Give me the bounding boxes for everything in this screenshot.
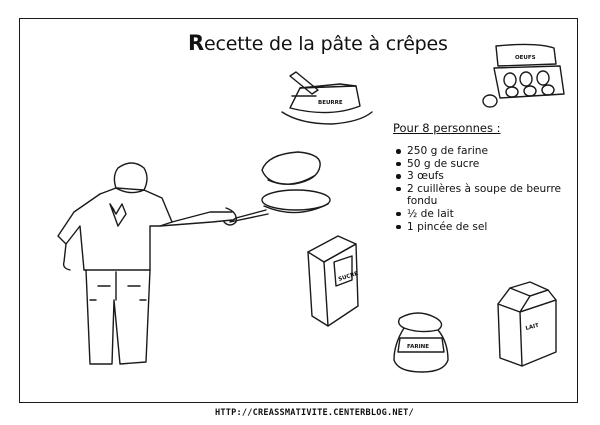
egg-carton-icon: OEUFS [493, 43, 565, 99]
title-initial: R [188, 31, 204, 55]
ingredient-item: 50 g de sucre [396, 158, 592, 171]
egg-icon [482, 94, 498, 108]
crepe-icon [261, 151, 321, 185]
butter-icon: BEURRE [281, 71, 373, 125]
ingredient-item: 1 pincée de sel [396, 221, 592, 234]
milk-label: LAIT [525, 323, 540, 332]
ingredient-item: ½ de lait [396, 208, 592, 221]
ingredient-item: 250 g de farine [396, 145, 592, 158]
source-url: HTTP://CREASSMATIVITE.CENTERBLOG.NET/ [215, 408, 414, 418]
page-frame [19, 18, 578, 403]
butter-label: BEURRE [318, 100, 343, 106]
ingredient-list: 250 g de farine 50 g de sucre 3 œufs 2 c… [396, 145, 592, 233]
title-text: ecette de la pâte à crêpes [203, 33, 448, 55]
page-title: Recette de la pâte à crêpes [188, 31, 448, 55]
flour-bag-icon: FARINE [393, 312, 449, 373]
sugar-box-icon: SUCRE [307, 235, 359, 327]
servings-heading: Pour 8 personnes : [393, 121, 501, 135]
milk-carton-icon: LAIT [497, 281, 557, 367]
pan-icon [229, 189, 331, 223]
ingredient-item: 3 œufs [396, 170, 592, 183]
ingredient-item: 2 cuillères à soupe de beurre fondu [396, 183, 592, 208]
eggs-label: OEUFS [515, 55, 536, 61]
person-icon [57, 162, 237, 365]
flour-label: FARINE [407, 344, 429, 350]
